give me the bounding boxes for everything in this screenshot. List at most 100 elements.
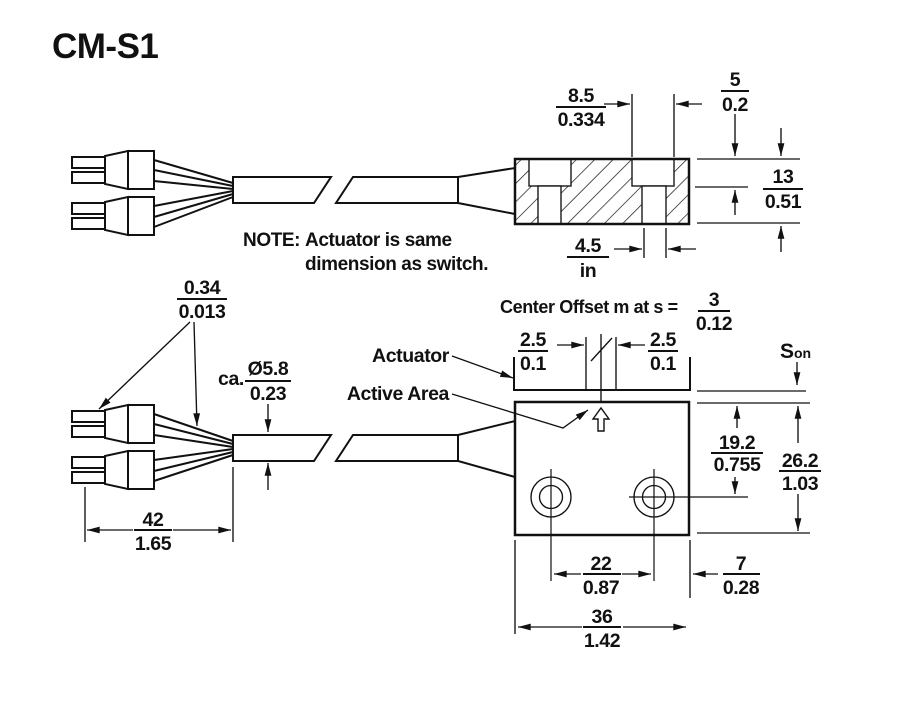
dim-cable-diameter: ca. Ø5.8 0.23 [218, 358, 291, 490]
connector-taper [104, 195, 129, 237]
connector-body [127, 450, 155, 490]
cable-segment [232, 434, 333, 462]
dim-inch: 0.013 [179, 301, 226, 323]
son-callout: S on [697, 340, 811, 404]
dim-mm: 2.5 [650, 329, 676, 351]
dim-inch: 0.51 [765, 191, 802, 213]
dim-wire-diameter: 0.34 0.013 [98, 277, 227, 427]
dim-hole-center-drop: 19.2 0.755 [711, 405, 763, 495]
connector-taper [104, 449, 129, 491]
dim-inch: 0.1 [650, 353, 676, 375]
wire-tip [71, 217, 106, 230]
dim-switch-height: 26.2 1.03 [697, 405, 821, 534]
dim-offset-right: 2.5 0.1 [648, 329, 678, 375]
dim-offset-left: 2.5 0.1 [518, 329, 548, 375]
dim-inch: 0.755 [714, 454, 761, 476]
dim-mm: 4.5 [575, 235, 601, 257]
note-label: NOTE: [243, 230, 300, 251]
counterbore-2 [631, 158, 675, 187]
strain-relief [457, 419, 516, 479]
cable-prefix: ca. [218, 368, 244, 390]
dim-counterbore-depth: 5 0.2 [721, 69, 749, 215]
wire-tip [71, 410, 106, 423]
dim-inch: 1.65 [135, 533, 172, 555]
dim-inch: 0.334 [558, 109, 605, 131]
dim-switch-thickness: 13 0.51 [695, 128, 803, 252]
callout-leaders: Actuator Active Area [347, 345, 611, 432]
counterbore-1 [528, 158, 572, 187]
dim-hole-edge-offset: 7 0.28 [689, 540, 760, 599]
actuator-outline [513, 334, 691, 403]
connector-body [127, 150, 155, 190]
dim-inch: 0.12 [696, 313, 733, 335]
dim-lead-length: 42 1.65 [84, 467, 234, 555]
active-area-label: Active Area [347, 383, 450, 405]
dim-inch: 0.2 [722, 94, 748, 116]
connector-body [127, 404, 155, 444]
wire-tip [71, 456, 106, 469]
wire-tip [71, 202, 106, 215]
wire-tip [71, 471, 106, 484]
mounting-hole-2-bore [641, 484, 667, 510]
wire-tip [71, 156, 106, 169]
through-hole-2 [641, 185, 667, 225]
son-label: S [780, 340, 794, 363]
leader-arrow [98, 321, 191, 410]
wire-tip [71, 425, 106, 438]
actuator-label: Actuator [372, 345, 450, 367]
wire-tip [71, 171, 106, 184]
mounting-hole-1-bore [538, 484, 564, 510]
mounting-hole-1 [530, 476, 572, 518]
dim-mm: 22 [591, 553, 612, 575]
connector-taper [104, 149, 129, 191]
dim-mm: 5 [730, 69, 741, 91]
dim-inch: 0.1 [520, 353, 546, 375]
dim-inch: 0.23 [250, 383, 287, 405]
wires [153, 413, 234, 482]
active-area-arrow-icon [591, 406, 611, 432]
center-offset-text: Center Offset m at s = [500, 297, 678, 317]
top-view-switch-section [513, 157, 691, 226]
dim-inch: 0.87 [583, 577, 619, 599]
dim-inch: 0.28 [723, 577, 760, 599]
note-line2: dimension as switch. [305, 254, 488, 275]
dim-mm: 42 [143, 509, 164, 531]
dim-counterbore-width: 8.5 0.334 [556, 85, 702, 157]
cable-segment [232, 176, 333, 204]
strain-relief [457, 166, 516, 216]
connector-body [127, 196, 155, 236]
dim-mm: 13 [773, 166, 794, 188]
dim-inch: 1.03 [782, 473, 819, 495]
dim-inch: 1.42 [584, 630, 621, 652]
dim-mm: 8.5 [568, 85, 594, 107]
leader-arrow [451, 393, 589, 429]
centerlines [550, 469, 748, 581]
cable-segment [334, 176, 459, 204]
dim-switch-width: 36 1.42 [514, 540, 687, 652]
through-hole-1 [537, 185, 562, 225]
dim-mm: 7 [736, 553, 746, 575]
son-label-sub: on [794, 345, 811, 361]
dim-mm: 36 [592, 606, 613, 628]
cable-segment [334, 434, 459, 462]
dim-hole-spacing: 22 0.87 [553, 553, 652, 599]
front-view-switch-body [513, 400, 748, 581]
dim-hole-diameter: 4.5 in [567, 228, 696, 282]
dim-mm: 19.2 [719, 432, 756, 454]
top-view-cable-connectors [71, 149, 516, 237]
center-slash [590, 337, 613, 362]
switch-body-outline [513, 157, 691, 226]
leader-arrow [193, 321, 201, 427]
center-offset-callout: Center Offset m at s = 3 0.12 [500, 289, 733, 335]
dim-inch: in [580, 260, 597, 282]
leader-arrow [451, 355, 514, 379]
connector-taper [104, 403, 129, 445]
dim-mm: Ø5.8 [248, 358, 289, 380]
dim-mm: 26.2 [782, 450, 819, 472]
dim-mm: 2.5 [520, 329, 546, 351]
mounting-hole-2 [633, 476, 675, 518]
dim-mm: 0.34 [184, 277, 221, 299]
dim-mm: 3 [709, 289, 720, 311]
